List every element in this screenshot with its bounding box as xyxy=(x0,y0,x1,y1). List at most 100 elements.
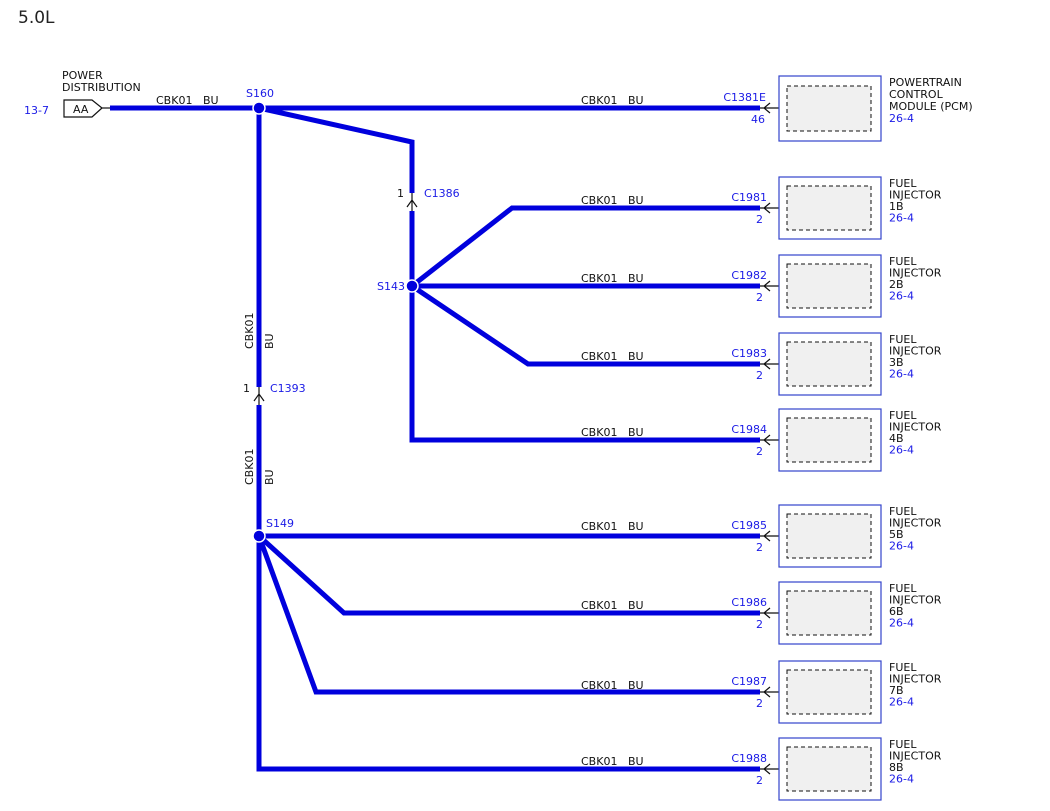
splice-s143[interactable] xyxy=(405,279,419,293)
wire-label-trunk2-circuit: CBK01 xyxy=(243,449,256,485)
wire-label-8b-color: BU xyxy=(628,755,644,768)
injector-2b-label-line3: 2B xyxy=(889,278,904,291)
injector-8b-pin-label: 2 xyxy=(756,774,763,787)
injector-3b-label-line2: INJECTOR xyxy=(889,345,942,358)
injector-1b-label-line3: 1B xyxy=(889,200,904,213)
inline-connector-c1393[interactable]: 1 C1393 xyxy=(243,382,306,405)
injector-3b-label-line1: FUEL xyxy=(889,333,917,346)
wire-s149-to-c1988[interactable] xyxy=(256,536,760,772)
pcm-component[interactable]: C1381E 46 POWERTRAIN CONTROL MODULE (PCM… xyxy=(723,75,973,142)
power-label-line1: POWER xyxy=(62,69,103,82)
injector-8b-label-line3: 8B xyxy=(889,761,904,774)
injector-8b-label-line1: FUEL xyxy=(889,738,917,751)
wire-label-trunk1-color: BU xyxy=(263,333,276,349)
injector-6b-inner xyxy=(786,590,872,636)
injector-6b-label-line2: INJECTOR xyxy=(889,594,942,607)
injector-3b-connector-label: C1983 xyxy=(731,347,767,360)
wire-label-2b-circuit: CBK01 xyxy=(581,272,617,285)
wire-label-5b-color: BU xyxy=(628,520,644,533)
c1386-pin: 1 xyxy=(397,187,404,200)
power-distribution: POWER DISTRIBUTION 13-7 AA xyxy=(24,69,141,118)
pcm-ref-link[interactable]: 26-4 xyxy=(889,112,914,125)
wire-s149-to-c1986[interactable] xyxy=(257,534,760,616)
inline-connector-c1393-icon xyxy=(253,387,265,405)
injector-5b-pin-label: 2 xyxy=(756,541,763,554)
wire-s143-to-c1981[interactable] xyxy=(410,205,760,288)
injector-2b-connector-label: C1982 xyxy=(731,269,767,282)
injector-5b-connector-label: C1985 xyxy=(731,519,767,532)
injector-3b-label-line3: 3B xyxy=(889,356,904,369)
injector-1b-inner xyxy=(786,185,872,231)
injector-8b-inner xyxy=(786,746,872,792)
injector-8b-ref-link[interactable]: 26-4 xyxy=(889,773,914,786)
splice-s149[interactable] xyxy=(252,529,266,543)
injector-8b-label-line2: INJECTOR xyxy=(889,750,942,763)
c1393-label: C1393 xyxy=(270,382,306,395)
injector-1b-connector-label: C1981 xyxy=(731,191,767,204)
power-ref-link[interactable]: 13-7 xyxy=(24,104,49,117)
injector-2b-label-line2: INJECTOR xyxy=(889,267,942,280)
wire-label-7b-color: BU xyxy=(628,679,644,692)
power-connector-flag[interactable] xyxy=(63,99,103,118)
injector-3b-pin-label: 2 xyxy=(756,369,763,382)
splice-s143-label: S143 xyxy=(377,280,405,293)
injector-4b-inner xyxy=(786,417,872,463)
power-label-line2: DISTRIBUTION xyxy=(62,81,141,94)
injector-7b-pin-label: 2 xyxy=(756,697,763,710)
wire-s143-to-c1984[interactable] xyxy=(409,286,760,443)
splices: S160 S143 S149 xyxy=(246,87,419,543)
injector-1b-ref-link[interactable]: 26-4 xyxy=(889,212,914,225)
splice-s160-label: S160 xyxy=(246,87,274,100)
fuel-injectors: C19812FUELINJECTOR1B26-4C19822FUELINJECT… xyxy=(731,176,942,801)
injector-1b-pin-label: 2 xyxy=(756,213,763,226)
wire-s149-to-c1987[interactable] xyxy=(256,535,760,695)
injector-2b-ref-link[interactable]: 26-4 xyxy=(889,290,914,303)
injector-6b-connector-label: C1986 xyxy=(731,596,767,609)
wire-label-5b-circuit: CBK01 xyxy=(581,520,617,533)
injector-4b-label-line2: INJECTOR xyxy=(889,421,942,434)
wire-label-4b-color: BU xyxy=(628,426,644,439)
injector-5b-ref-link[interactable]: 26-4 xyxy=(889,540,914,553)
page-title: 5.0L xyxy=(18,8,55,28)
injector-6b-label-line3: 6B xyxy=(889,605,904,618)
injector-1b-label-line1: FUEL xyxy=(889,177,917,190)
injector-8b-connector-label: C1988 xyxy=(731,752,767,765)
wire-label-trunk1-circuit: CBK01 xyxy=(243,313,256,349)
injector-7b-inner xyxy=(786,669,872,715)
wire-label-main-color: BU xyxy=(203,94,219,107)
inline-connector-c1386-icon xyxy=(406,193,418,211)
injector-5b-label-line1: FUEL xyxy=(889,505,917,518)
wire-label-3b-circuit: CBK01 xyxy=(581,350,617,363)
injector-3b-ref-link[interactable]: 26-4 xyxy=(889,368,914,381)
wires xyxy=(110,105,760,772)
wire-label-pcm-color: BU xyxy=(628,94,644,107)
wire-s160-to-c1386[interactable] xyxy=(258,105,415,193)
wire-s143-to-c1983[interactable] xyxy=(410,283,760,367)
wire-label-trunk2-color: BU xyxy=(263,469,276,485)
injector-2b-pin-label: 2 xyxy=(756,291,763,304)
injector-3b-inner xyxy=(786,341,872,387)
wire-label-1b-color: BU xyxy=(628,194,644,207)
wire-label-main-circuit: CBK01 xyxy=(156,94,192,107)
pcm-connector-label: C1381E xyxy=(723,91,766,104)
splice-s149-label: S149 xyxy=(266,517,294,530)
injector-6b-ref-link[interactable]: 26-4 xyxy=(889,617,914,630)
injector-2b-label-line1: FUEL xyxy=(889,255,917,268)
injector-7b-label-line2: INJECTOR xyxy=(889,673,942,686)
injector-4b-ref-link[interactable]: 26-4 xyxy=(889,444,914,457)
wire-label-pcm-circuit: CBK01 xyxy=(581,94,617,107)
injector-7b-ref-link[interactable]: 26-4 xyxy=(889,696,914,709)
injector-1b-label-line2: INJECTOR xyxy=(889,189,942,202)
injector-5b-label-line2: INJECTOR xyxy=(889,517,942,530)
power-connector-label: AA xyxy=(73,103,89,116)
splice-s160[interactable] xyxy=(252,101,266,115)
inline-connector-c1386[interactable]: 1 C1386 xyxy=(397,187,460,211)
